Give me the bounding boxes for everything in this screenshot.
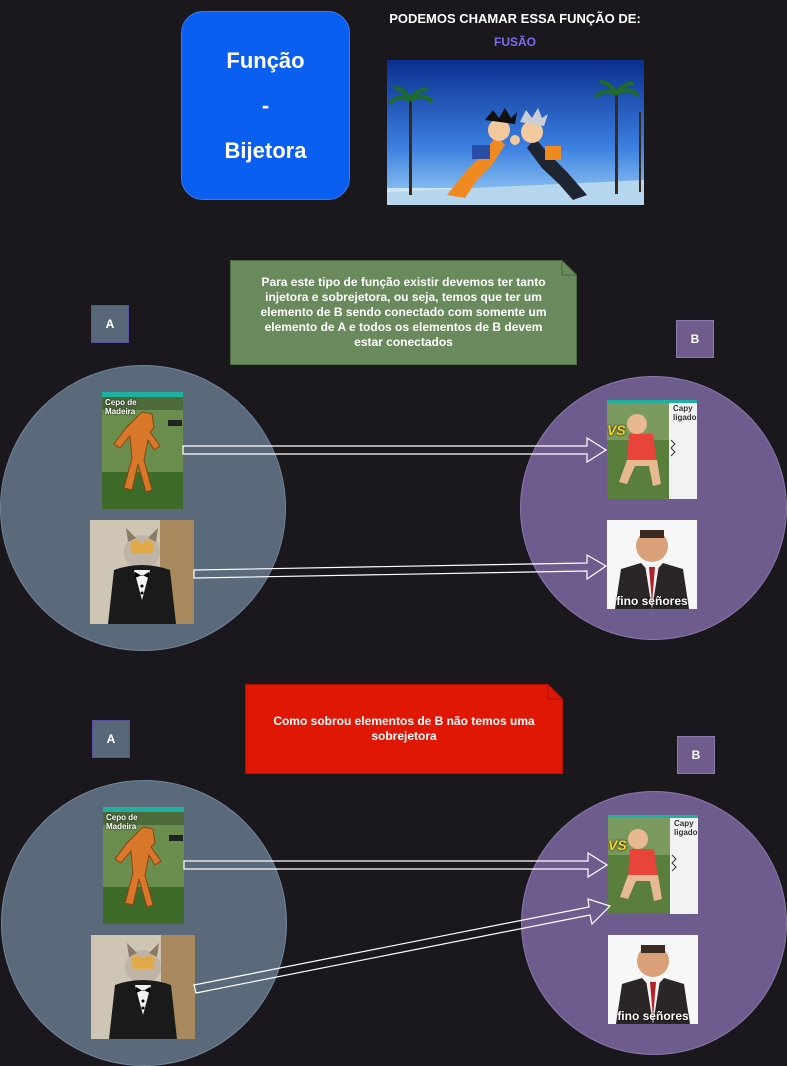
tuxedo-cat-image bbox=[90, 520, 194, 624]
suit-man-image: fino señores bbox=[608, 935, 698, 1024]
note-shape bbox=[245, 684, 563, 774]
meme-image: VS Capy ligado bbox=[608, 815, 698, 914]
meme-image: VS Capy ligado bbox=[607, 400, 697, 499]
meme-caption: Capy ligado bbox=[674, 819, 698, 837]
meme-vs: VS bbox=[608, 837, 627, 853]
heading: PODEMOS CHAMAR ESSA FUNÇÃO DE: bbox=[389, 11, 641, 26]
title-line-3: Bijetora bbox=[224, 138, 307, 163]
wooden-figure-image: Cepo de Madeira bbox=[103, 807, 184, 924]
suit-man-image: fino señores bbox=[607, 520, 697, 609]
fusion-image bbox=[387, 60, 644, 205]
meme-vs: VS bbox=[607, 422, 626, 438]
wood-caption: Cepo de Madeira bbox=[106, 813, 138, 831]
note-injective-surjective: Para este tipo de função existir devemos… bbox=[230, 260, 577, 365]
set-a-label: A bbox=[92, 720, 130, 758]
set-a-label: A bbox=[91, 305, 129, 343]
wooden-figure-image: Cepo de Madeira bbox=[102, 392, 183, 509]
title-line-1: Função bbox=[226, 48, 305, 73]
wood-caption: Cepo de Madeira bbox=[105, 398, 137, 416]
note-text: Como sobrou elementos de B não temos uma… bbox=[273, 714, 535, 743]
title-line-2: - bbox=[261, 93, 270, 118]
title-box: Função - Bijetora bbox=[181, 11, 350, 200]
note-not-surjective: Como sobrou elementos de B não temos uma… bbox=[245, 684, 563, 774]
subheading: FUSÃO bbox=[494, 35, 536, 49]
suit-caption: fino señores bbox=[616, 594, 688, 608]
set-b-label: B bbox=[676, 320, 714, 358]
meme-caption: Capy ligado bbox=[673, 404, 697, 422]
note-text: Para este tipo de função existir devemos… bbox=[260, 275, 547, 349]
suit-caption: fino señores bbox=[617, 1009, 689, 1023]
set-b-label: B bbox=[677, 736, 715, 774]
tuxedo-cat-image bbox=[91, 935, 195, 1039]
note-shape bbox=[230, 260, 577, 365]
